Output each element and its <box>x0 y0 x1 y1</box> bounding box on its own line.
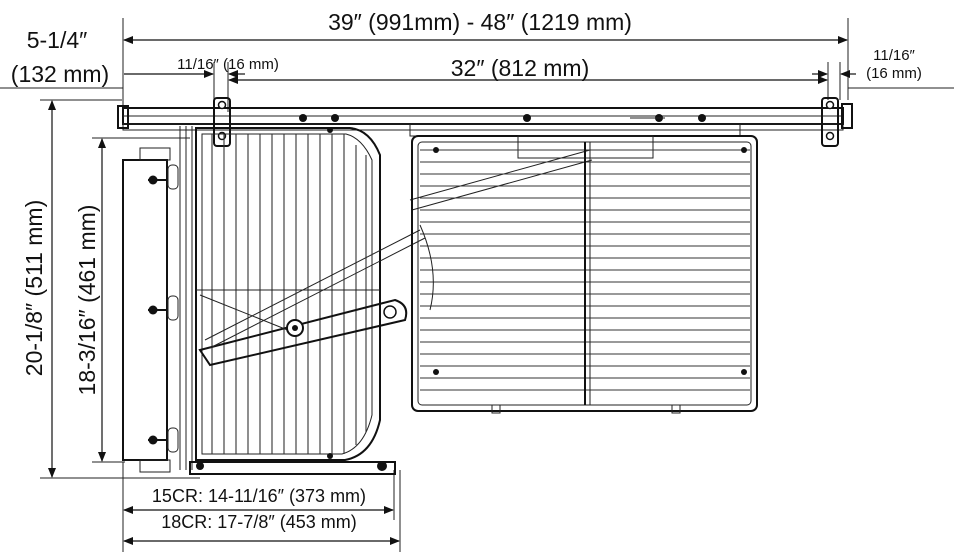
overall-depth-label: 20-1/8″ (511 mm) <box>21 200 47 376</box>
mounting-plate <box>122 126 193 473</box>
width-15cr-label: 15CR: 14-11/16″ (373 mm) <box>152 486 366 506</box>
left-offset-label-bottom: (132 mm) <box>11 61 109 87</box>
linkage-arm <box>198 149 593 367</box>
basket-depth-label: 18-3/16″ (461 mm) <box>74 205 100 396</box>
rail-length-label: 32″ (812 mm) <box>451 55 590 81</box>
right-bracket-label-bottom: (16 mm) <box>866 65 922 82</box>
width-18cr-label: 18CR: 17-7/8″ (453 mm) <box>161 512 356 532</box>
left-offset-label-top: 5-1/4″ <box>27 27 88 53</box>
right-bracket-label-top: 11/16″ <box>873 47 915 64</box>
overall-width-label: 39″ (991mm) - 48″ (1219 mm) <box>328 9 632 35</box>
left-bracket-label: 11/16″ (16 mm) <box>177 56 279 73</box>
right-wire-basket <box>411 135 758 414</box>
left-wire-basket <box>189 127 396 475</box>
slide-rail <box>117 97 853 147</box>
dimension-lines <box>0 18 954 552</box>
